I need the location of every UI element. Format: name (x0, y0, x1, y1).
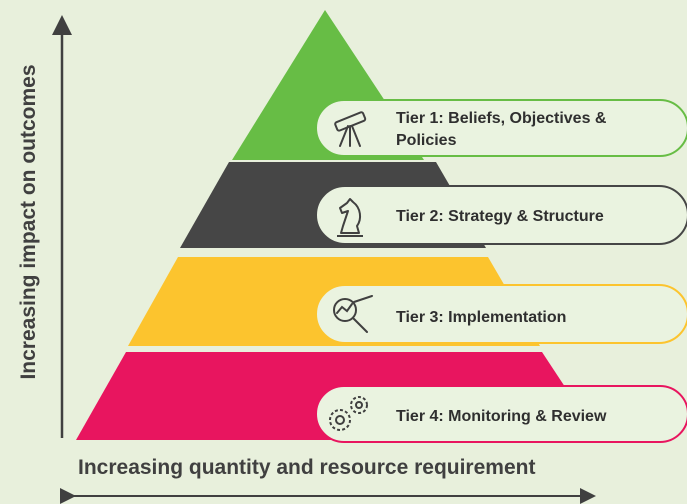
tier-3-pill: Tier 3: Implementation (315, 284, 687, 344)
tier-4-label: Tier 4: Monitoring & Review (396, 408, 607, 425)
tier-2-label: Tier 2: Strategy & Structure (396, 208, 604, 225)
magnifier-icon (333, 295, 373, 333)
x-axis-label: Increasing quantity and resource require… (78, 456, 536, 479)
tier-2-pill: Tier 2: Strategy & Structure (315, 185, 687, 245)
tier-1-pill: Tier 1: Beliefs, Objectives & Policies (315, 99, 687, 157)
tier-4-pill: Tier 4: Monitoring & Review (315, 385, 687, 443)
tier-3-label: Tier 3: Implementation (396, 309, 566, 326)
tier-1-line-2: Policies (396, 132, 457, 149)
tier-1-line-1: Tier 1: Beliefs, Objectives & (396, 110, 607, 127)
chess-knight-icon (337, 198, 363, 237)
gears-icon (329, 396, 368, 431)
y-axis-label: Increasing impact on outcomes (17, 64, 40, 380)
telescope-icon (334, 111, 367, 147)
